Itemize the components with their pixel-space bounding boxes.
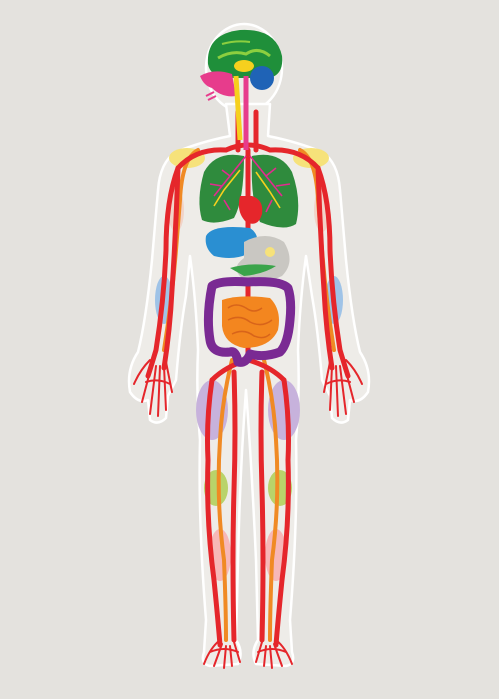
left-leg-artery xyxy=(205,377,223,648)
right-arm-artery xyxy=(267,147,351,379)
right-leg-artery-2 xyxy=(258,369,266,643)
brain-fold xyxy=(217,49,271,60)
right-arm-artery-2 xyxy=(315,165,335,371)
left-leg-vein xyxy=(216,358,234,642)
pancreas xyxy=(230,264,276,276)
right-leg-artery xyxy=(273,377,291,648)
right-leg-vein xyxy=(262,358,280,642)
left-arm-artery-2 xyxy=(161,165,181,371)
large-intestine xyxy=(203,277,296,367)
left-hand xyxy=(133,359,173,417)
abdominal-organs xyxy=(203,227,296,367)
thalamus xyxy=(234,60,254,72)
nasal-cavity xyxy=(200,71,236,97)
esophagus xyxy=(233,75,243,141)
gallbladder xyxy=(265,247,275,257)
right-foot xyxy=(255,639,293,669)
right-hand xyxy=(323,359,363,417)
head-organs xyxy=(200,29,283,150)
small-intestine-folds xyxy=(227,304,273,339)
mouth xyxy=(205,91,217,101)
brain-fold-2 xyxy=(221,40,251,45)
lungs xyxy=(199,154,299,228)
bronchi xyxy=(209,155,291,213)
right-iliac xyxy=(245,357,287,383)
pulmonary-vessels xyxy=(213,169,281,209)
left-leg-artery-2 xyxy=(230,369,238,643)
left-foot xyxy=(203,639,241,669)
heart xyxy=(238,196,263,224)
cerebellum xyxy=(250,66,274,90)
left-arm-artery xyxy=(145,147,229,379)
